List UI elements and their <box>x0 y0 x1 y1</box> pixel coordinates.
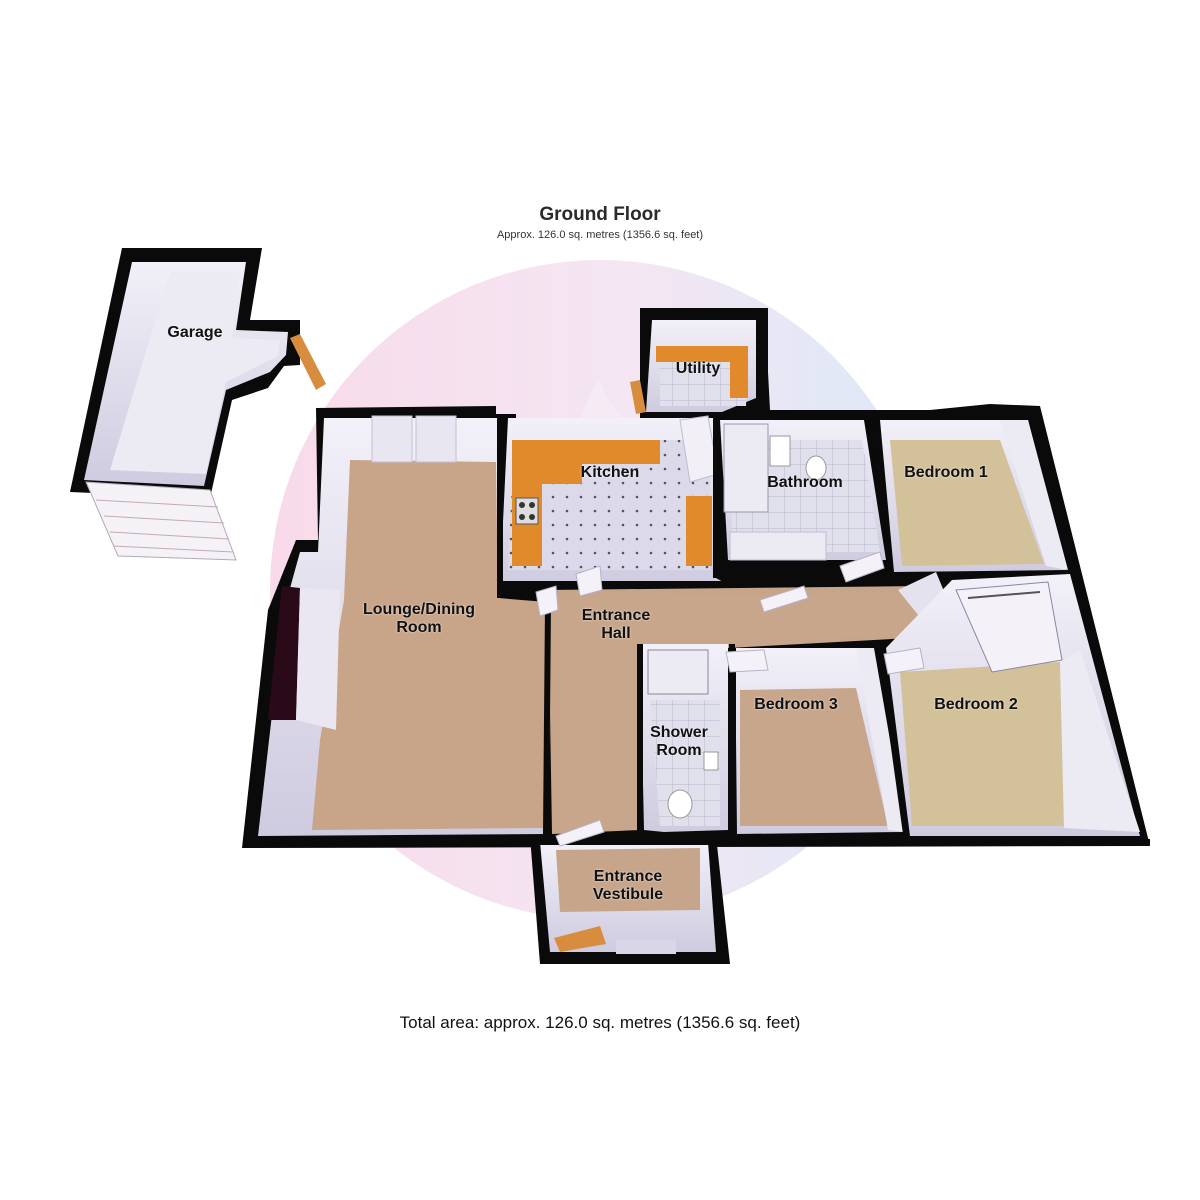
utility-room <box>630 320 756 414</box>
bedroom-1-room <box>880 420 1068 572</box>
garage-label-text: Garage <box>167 324 223 341</box>
floor-area-subtitle: Approx. 126.0 sq. metres (1356.6 sq. fee… <box>496 229 704 241</box>
floor-title: Ground Floor <box>539 204 661 225</box>
entrance-hall-label: Entrance Hall <box>566 607 666 643</box>
kitchen-label-text: Kitchen <box>580 464 640 481</box>
entrance-vestibule-label: Entrance Vestibule <box>568 868 688 904</box>
utility-label: Utility <box>656 360 740 378</box>
entrance-hall-label-line1: Entrance <box>581 607 651 624</box>
bathroom-room <box>720 420 886 561</box>
lounge-dining-label-line2: Room <box>396 619 442 636</box>
bathroom-label-text: Bathroom <box>767 474 843 491</box>
shower-room-label-line1: Shower <box>650 724 708 741</box>
lounge-dining-label-line1: Lounge/Dining <box>363 601 475 618</box>
entrance-vestibule-label-line1: Entrance <box>593 868 663 885</box>
bedroom-2-room <box>886 574 1140 836</box>
shower-room <box>640 644 728 832</box>
garage-label: Garage <box>150 324 240 342</box>
shower-room-label: Shower Room <box>636 724 722 760</box>
entrance-vestibule-label-line2: Vestibule <box>592 886 664 903</box>
bedroom-3-room <box>736 648 906 834</box>
bedroom-2-label-text: Bedroom 2 <box>934 696 1018 713</box>
total-area-caption: Total area: approx. 126.0 sq. metres (13… <box>399 1013 801 1032</box>
door-leaves <box>535 551 925 847</box>
kitchen-room <box>500 415 730 586</box>
utility-label-text: Utility <box>675 360 721 377</box>
bedroom-3-label-text: Bedroom 3 <box>754 696 838 713</box>
entrance-hall-label-line2: Hall <box>601 625 631 642</box>
bedroom-1-label-text: Bedroom 1 <box>904 464 988 481</box>
bedroom-2-label: Bedroom 2 <box>916 696 1036 714</box>
lounge-dining-label: Lounge/Dining Room <box>344 601 494 637</box>
shower-room-label-line2: Room <box>656 742 702 759</box>
bedroom-3-label: Bedroom 3 <box>736 696 856 714</box>
garage-room <box>70 248 326 561</box>
bedroom-1-label: Bedroom 1 <box>886 464 1006 482</box>
kitchen-label: Kitchen <box>560 464 660 482</box>
bathroom-label: Bathroom <box>750 474 860 492</box>
lounge-dining-room <box>258 415 552 836</box>
interior-walls <box>246 411 1150 845</box>
entrance-vestibule-room <box>540 842 716 954</box>
